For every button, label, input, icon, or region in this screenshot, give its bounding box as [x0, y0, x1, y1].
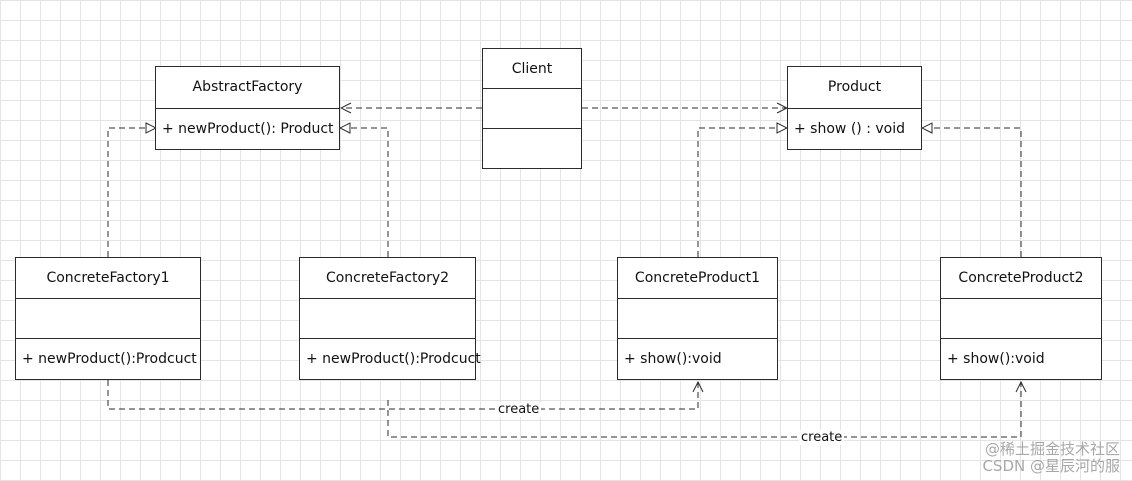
class-operation: + newProduct(): Product	[156, 107, 339, 150]
watermark-line-2: CSDN @星辰河的服	[982, 457, 1120, 475]
concreteproduct1-realization	[697, 128, 787, 257]
class-attributes	[483, 88, 581, 128]
class-attributes	[300, 297, 475, 339]
class-name: ConcreteFactory1	[46, 269, 170, 286]
class-operations	[483, 128, 581, 168]
class-client[interactable]: Client	[482, 48, 582, 169]
class-operation: + newProduct():Prodcuct	[16, 338, 200, 379]
class-name: Client	[511, 60, 553, 77]
class-attributes	[16, 297, 200, 339]
class-concrete-factory-2[interactable]: ConcreteFactory2 + newProduct():Prodcuct	[299, 257, 481, 380]
create-label-1: create	[496, 402, 542, 417]
class-name: Product	[827, 79, 882, 96]
watermark-line-1: @稀土掘金技术社区	[984, 440, 1120, 458]
class-concrete-product-1[interactable]: ConcreteProduct1 + show():void	[617, 257, 778, 380]
class-attributes	[618, 297, 777, 339]
concreteproduct2-realization	[922, 128, 1022, 257]
concretefactory1-realization	[107, 128, 156, 257]
create-relation-2	[387, 382, 1021, 438]
watermark: @稀土掘金技术社区 CSDN @星辰河的服	[982, 441, 1120, 475]
class-name: AbstractFactory	[192, 79, 303, 96]
class-concrete-factory-1[interactable]: ConcreteFactory1 + newProduct():Prodcuct	[15, 257, 201, 380]
class-product[interactable]: Product + show () : void	[787, 66, 922, 150]
class-name: ConcreteFactory2	[325, 269, 450, 286]
class-operation: + newProduct():Prodcuct	[300, 338, 481, 379]
class-name: ConcreteProduct1	[634, 269, 761, 286]
class-attributes	[941, 297, 1101, 339]
class-operation: + show():void	[618, 338, 777, 379]
class-operation: + show () : void	[788, 107, 921, 150]
create-label-2: create	[799, 430, 845, 445]
class-name: ConcreteProduct2	[958, 269, 1084, 286]
create-relation-1	[107, 380, 698, 410]
class-abstract-factory[interactable]: AbstractFactory + newProduct(): Product	[155, 66, 340, 150]
concretefactory2-realization	[340, 128, 389, 257]
class-concrete-product-2[interactable]: ConcreteProduct2 + show():void	[940, 257, 1102, 380]
class-operation: + show():void	[941, 338, 1101, 379]
